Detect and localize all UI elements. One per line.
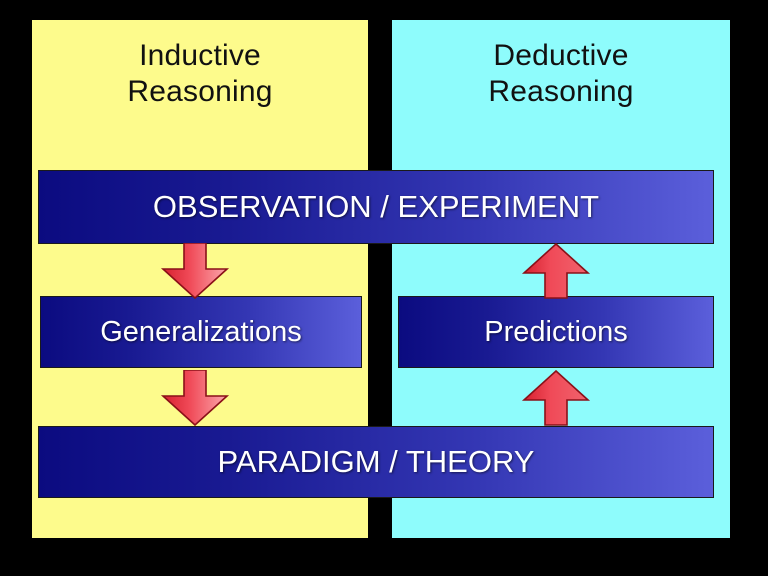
arrow-down-generalizations-to-paradigm [160, 370, 230, 426]
node-predictions: Predictions [398, 296, 714, 368]
node-observation-experiment-label: OBSERVATION / EXPERIMENT [152, 189, 600, 224]
column-title-inductive: Inductive Reasoning [127, 39, 273, 108]
node-paradigm-theory-label: PARADIGM / THEORY [217, 444, 535, 479]
arrow-up-paradigm-to-predictions [521, 370, 591, 426]
arrow-down-observation-to-generalizations [160, 243, 230, 299]
arrow-up-predictions-to-observation [521, 243, 591, 299]
node-generalizations: Generalizations [40, 296, 362, 368]
node-generalizations-label: Generalizations [100, 315, 302, 348]
node-observation-experiment: OBSERVATION / EXPERIMENT [38, 170, 714, 244]
column-title-deductive: Deductive Reasoning [488, 39, 634, 108]
node-predictions-label: Predictions [484, 315, 628, 348]
node-paradigm-theory: PARADIGM / THEORY [38, 426, 714, 498]
